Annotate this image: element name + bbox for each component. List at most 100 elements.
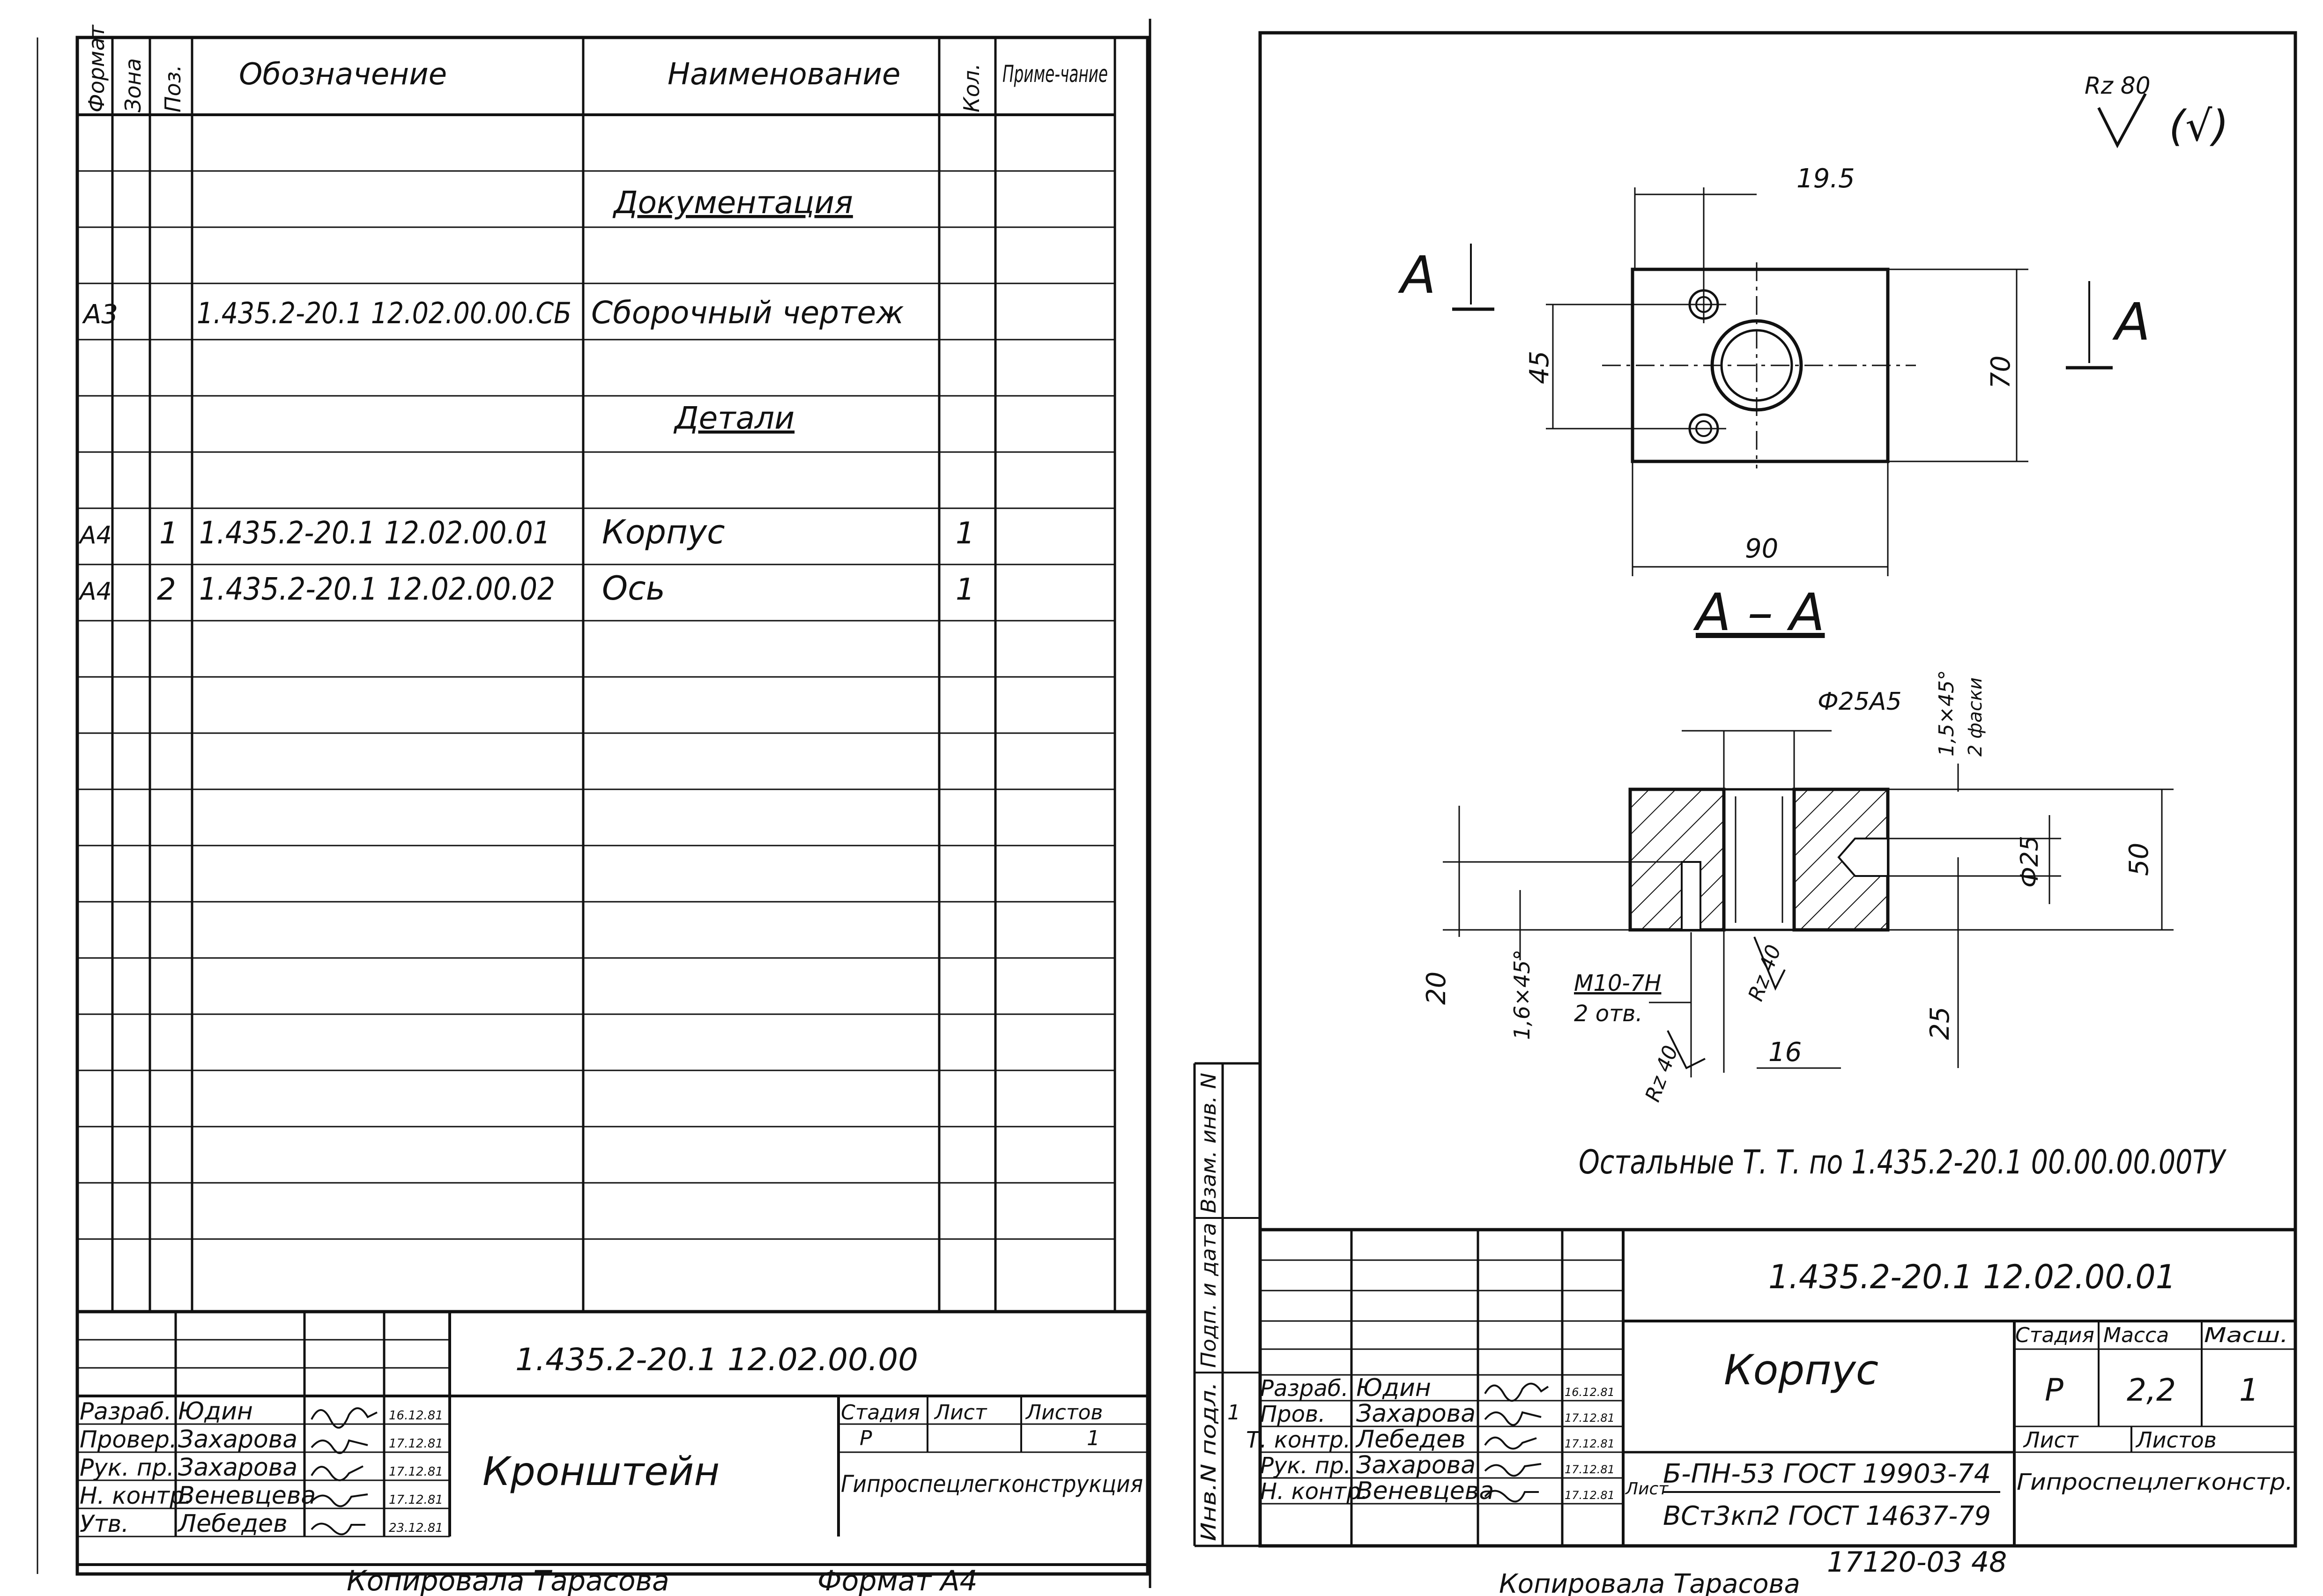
copied-by: Копировала Тарасова [1499, 1569, 1800, 1596]
dim-chamfer-count: 2 фаски [1965, 677, 1986, 757]
material-steel: ВСт3кп2 ГОСТ 14637-79 [1663, 1501, 1991, 1531]
dim-19-5: 19.5 [1796, 163, 1855, 194]
dim-90: 90 [1745, 534, 1778, 564]
sheet-label: Лист [2023, 1427, 2079, 1453]
spec-doc-code: 1.435.2-20.1 12.02.00.00 [515, 1342, 918, 1378]
dim-16: 16 [1768, 1037, 1802, 1068]
part-org: Гипроспецлегконстр. [2017, 1469, 2293, 1495]
dim-phi25: Ф25 [2016, 836, 2044, 888]
person-date: 16.12.81 [1565, 1386, 1615, 1399]
section-details: Детали [673, 400, 794, 436]
sheet-number: 1 [1227, 1401, 1240, 1425]
person-date: 17.12.81 [389, 1493, 443, 1507]
technical-requirements-note: Остальные Т. Т. по 1.435.2-20.1 00.00.00… [1579, 1143, 2227, 1181]
person-role: Разраб. [80, 1398, 171, 1425]
row-format: А4 [78, 521, 112, 549]
dim-20: 20 [1421, 972, 1452, 1005]
section-title: А – А [1693, 582, 1825, 642]
section-documentation: Документация [612, 185, 853, 221]
dim-70: 70 [1986, 356, 2016, 389]
part-drawing-sheet: Взам. инв. N Подп. и дата Инв.N подл. Rz… [1149, 19, 2297, 1596]
row-name: Сборочный чертеж [591, 295, 904, 331]
person-name: Веневцева [178, 1482, 316, 1510]
roughness-value: Rz 80 [2085, 72, 2151, 99]
row-qty: 1 [956, 572, 975, 607]
spec-frame [75, 36, 1150, 1576]
col-header-qty: Кол. [959, 63, 984, 112]
row-name: Корпус [602, 513, 725, 551]
scale-value: 1 [2239, 1372, 2259, 1408]
mass-value: 2,2 [2127, 1372, 2176, 1408]
person-date: 17.12.81 [1565, 1411, 1615, 1425]
stage-label: Стадия [2015, 1323, 2094, 1347]
table-row: А3 1.435.2-20.1 12.02.00.00.СБ Сборочный… [82, 295, 904, 331]
sheets-value: 1 [1087, 1426, 1100, 1450]
person-role: Рук. пр. [1260, 1453, 1351, 1479]
person-date: 23.12.81 [389, 1521, 443, 1535]
row-format: А3 [82, 299, 118, 330]
person-name: Веневцева [1356, 1477, 1494, 1505]
person-role: Разраб. [1260, 1375, 1349, 1402]
person-date: 16.12.81 [389, 1409, 443, 1423]
scale-label: Масш. [2204, 1323, 2288, 1347]
person-role: Утв. [80, 1510, 129, 1537]
person-role: Н. контр. [80, 1482, 192, 1509]
person-name: Лебедев [1355, 1425, 1466, 1454]
dim-chamfer: 1,5×45° [1935, 670, 1959, 757]
spec-doc-name: Кронштейн [482, 1448, 720, 1494]
top-view: 19.5 45 70 90 А А А – А [1398, 163, 2150, 642]
material-sheet: Б-ПН-53 ГОСТ 19903-74 [1663, 1459, 1991, 1489]
person-name: Юдин [178, 1397, 253, 1425]
person-date: 17.12.81 [1565, 1489, 1615, 1502]
roughness-symbol: Rz 80 (√) [2085, 72, 2229, 151]
dim-25: 25 [1925, 1007, 1955, 1040]
col-header-zone: Зона [120, 58, 146, 112]
row-pos: 2 [157, 572, 176, 607]
dim-chamfer-thread: 1,6×45° [1509, 950, 1535, 1040]
side-label-sign: Подп. и дата [1197, 1223, 1221, 1368]
copied-by: Копировала Тарасова [347, 1565, 669, 1596]
stage-value: Р [2045, 1372, 2063, 1408]
archive-code: 17120-03 48 [1827, 1546, 2007, 1579]
signatures [311, 1407, 378, 1536]
row-designation: 1.435.2-20.1 12.02.00.02 [199, 571, 555, 607]
sheets-label: Листов [2135, 1427, 2217, 1453]
table-row: А4 1 1.435.2-20.1 12.02.00.01 Корпус 1 [78, 513, 975, 551]
row-pos: 1 [159, 516, 178, 551]
person-name: Юдин [1356, 1374, 1431, 1402]
mass-label: Масса [2103, 1323, 2169, 1347]
spec-row-lines [77, 170, 1115, 1240]
row-designation: 1.435.2-20.1 12.02.00.01 [199, 515, 550, 551]
col-header-note: Приме-чание [1002, 60, 1108, 88]
spec-title-block: 1.435.2-20.1 12.02.00.00 Кронштейн Стади… [77, 1310, 1148, 1566]
person-role: Рук. пр. [80, 1454, 174, 1481]
person-date: 17.12.81 [1565, 1463, 1615, 1476]
section-view: Ф25А5 1,5×45° 2 фаски 50 Ф25 20 1,6×45° … [1421, 670, 2174, 1105]
sheet-label: Лист [934, 1401, 987, 1425]
person-name: Захарова [178, 1425, 297, 1454]
table-row: А4 2 1.435.2-20.1 12.02.00.02 Ось 1 [78, 569, 975, 608]
bore [1722, 788, 1796, 931]
person-name: Захарова [1356, 1400, 1476, 1428]
col-header-name: Наименование [668, 57, 900, 92]
person-date: 17.12.81 [389, 1437, 443, 1451]
person-date: 17.12.81 [389, 1465, 443, 1479]
stage-label: Стадия [841, 1401, 920, 1425]
person-name: Захарова [1356, 1451, 1476, 1479]
person-role: Н. контр. [1260, 1478, 1368, 1505]
list-label: Лист [1625, 1479, 1669, 1499]
dim-phi25a5: Ф25А5 [1818, 688, 1902, 716]
stage-value: Р [860, 1426, 872, 1450]
row-qty: 1 [956, 516, 975, 551]
side-label-vzam: Взам. инв. N [1197, 1073, 1221, 1213]
person-role: Пров. [1260, 1401, 1325, 1427]
dim-45: 45 [1524, 351, 1555, 384]
part-doc-name: Корпус [1724, 1346, 1878, 1394]
section-left-part [1628, 787, 1726, 932]
specification-sheet: Формат Зона Поз. Обозначение Наименовани… [37, 24, 1150, 1596]
part-doc-code: 1.435.2-20.1 12.02.00.01 [1768, 1258, 2176, 1296]
row-name: Ось [602, 569, 665, 608]
person-name: Лебедев [177, 1510, 288, 1538]
row-designation: 1.435.2-20.1 12.02.00.00.СБ [197, 296, 571, 330]
